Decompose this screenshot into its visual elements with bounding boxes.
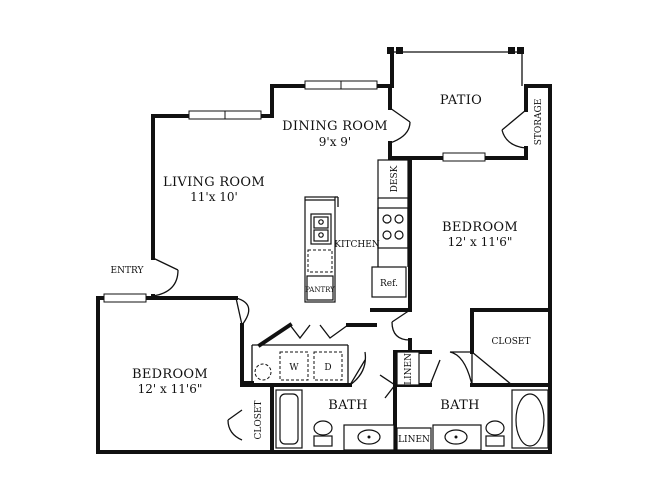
toilet-left-icon	[313, 420, 333, 436]
closet-right-label: CLOSET	[492, 337, 531, 347]
dishwasher-icon	[307, 249, 333, 273]
patio-railing	[387, 47, 524, 86]
labels: DINING ROOM 9'x 9' LIVING ROOM 11'x 10' …	[111, 93, 544, 445]
stove-icon	[377, 207, 409, 249]
entry-label: ENTRY	[111, 266, 145, 276]
dryer-box	[313, 351, 343, 381]
interior-walls	[151, 156, 552, 454]
entry-door	[152, 257, 179, 297]
hall-door	[349, 351, 367, 386]
closet-right-door	[471, 351, 513, 386]
washer-label: W	[289, 363, 299, 373]
bedroom-right-dims: 12' x 11'6"	[448, 235, 513, 249]
closet-left-door	[227, 409, 243, 441]
laundry-door	[289, 324, 349, 340]
bath-left-fixtures	[275, 389, 395, 451]
desk-counter	[377, 159, 409, 199]
kitchen-fixtures	[304, 159, 409, 303]
storage-label: STORAGE	[534, 99, 544, 146]
patio-door	[389, 107, 411, 144]
window-bedroom-left	[103, 293, 147, 303]
linen-upper-label: LINEN	[404, 353, 414, 385]
refrigerator-label: Ref.	[380, 279, 398, 289]
linen-lower-label: LINEN	[398, 435, 430, 445]
bath-right-fixtures	[396, 351, 549, 451]
bath-left-label: BATH	[328, 398, 367, 413]
bedroom-right-door	[391, 309, 411, 341]
closet-left-label: CLOSET	[254, 401, 264, 440]
water-heater-icon	[254, 363, 272, 381]
linen-lower-box	[396, 427, 432, 451]
dining-room-label: DINING ROOM	[282, 119, 388, 134]
doors	[152, 107, 527, 441]
pantry-box	[306, 275, 334, 301]
dryer-label: D	[324, 363, 331, 373]
pantry-label: PANTRY	[305, 286, 335, 294]
living-room-dims: 11'x 10'	[190, 190, 238, 204]
linen-upper-box	[396, 351, 420, 386]
toilet-right-icon	[485, 420, 505, 436]
window-bedroom-right	[442, 152, 486, 162]
storage-door	[501, 109, 527, 149]
bath-right-label: BATH	[440, 398, 479, 413]
bedroom-left-door	[235, 297, 250, 326]
living-room-label: LIVING ROOM	[163, 175, 265, 190]
dining-room-dims: 9'x 9'	[319, 135, 351, 149]
bedroom-right-label: BEDROOM	[442, 220, 518, 235]
bath-right-door	[429, 351, 473, 386]
windows	[103, 80, 486, 303]
patio-label: PATIO	[440, 93, 482, 108]
bedroom-left-label: BEDROOM	[132, 367, 208, 382]
kitchen-label: KITCHEN	[334, 240, 380, 250]
bedroom-left-dims: 12' x 11'6"	[138, 382, 203, 396]
desk-label: DESK	[390, 165, 400, 192]
refrigerator-icon	[371, 266, 407, 298]
laundry	[251, 344, 349, 383]
washer-box	[279, 351, 309, 381]
